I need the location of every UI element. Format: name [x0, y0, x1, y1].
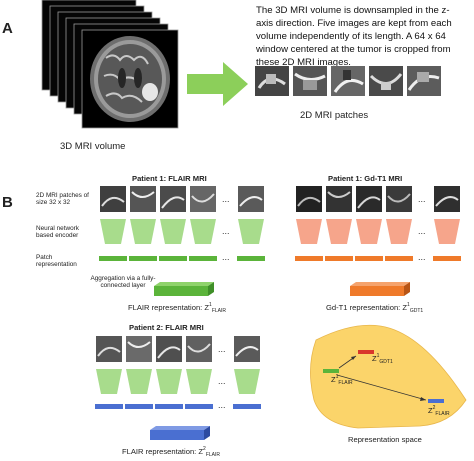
- mri-volume-stack: [41, 0, 179, 129]
- aggregation-label: Aggregation via a fully-connected layer: [90, 275, 156, 290]
- p2-flair-aggregate-block: [150, 426, 210, 440]
- p1-gdt1-aggregate-block: [350, 282, 410, 296]
- space-label-z1-flair: Z1FLAIR: [331, 374, 353, 386]
- p2-flair-ellipsis-encoders: ...: [218, 376, 226, 386]
- p2-flair-encoders: [96, 369, 260, 394]
- space-label-z1-gdt1: Z1GDT1: [372, 353, 393, 365]
- p1-flair-ellipsis-patches: ...: [222, 194, 230, 204]
- row-label-encoder: Neural network based encoder: [36, 225, 79, 240]
- p1-gdt1-ellipsis-encoders: ...: [418, 226, 426, 236]
- p1-gdt1-ellipsis-patches: ...: [418, 194, 426, 204]
- p1-flair-aggregate-block: [154, 282, 214, 296]
- p1-flair-patches: [100, 186, 264, 212]
- p1-flair-ellipsis-encoders: ...: [222, 226, 230, 236]
- p1-gdt1-ellipsis-reps: ...: [418, 252, 426, 262]
- p2-flair-patch-reps: [95, 404, 261, 409]
- p2-flair-patches: [96, 336, 260, 362]
- description-text: The 3D MRI volume is downsampled in the …: [256, 5, 452, 68]
- row-label-patches: 2D MRI patches of size 32 x 32: [36, 192, 89, 207]
- patient1-gdt1-title: Patient 1: Gd-T1 MRI: [328, 174, 403, 183]
- p1-gdt1-patches: [296, 186, 460, 212]
- space-label-z2-flair: Z2FLAIR: [428, 405, 450, 417]
- panel-a-letter: A: [2, 20, 13, 37]
- slice-front: [81, 29, 179, 129]
- representation-space: [310, 324, 467, 429]
- patient2-flair-title: Patient 2: FLAIR MRI: [129, 323, 204, 332]
- p2-flair-ellipsis-patches: ...: [218, 344, 226, 354]
- p2-flair-rep-label: FLAIR representation: Z2FLAIR: [122, 446, 220, 458]
- p2-flair-ellipsis-reps: ...: [218, 400, 226, 410]
- p1-flair-encoders: [100, 219, 264, 244]
- p1-flair-patch-reps: [99, 256, 265, 261]
- patient1-flair-title: Patient 1: FLAIR MRI: [132, 174, 207, 183]
- row-label-patch-rep: Patch representation: [36, 254, 77, 269]
- p1-flair-rep-label: FLAIR representation: Z1FLAIR: [128, 302, 226, 314]
- volume-label: 3D MRI volume: [60, 141, 126, 152]
- panel-b-letter: B: [2, 194, 13, 211]
- p1-gdt1-patch-reps: [295, 256, 461, 261]
- p1-flair-ellipsis-reps: ...: [222, 252, 230, 262]
- p1-gdt1-encoders: [296, 219, 460, 244]
- p1-gdt1-rep-label: Gd-T1 representation: Z1GDT1: [326, 302, 424, 314]
- patches-a: [255, 66, 441, 96]
- representation-space-label: Representation space: [348, 435, 422, 444]
- patches-label: 2D MRI patches: [300, 110, 369, 121]
- big-arrow: [187, 62, 248, 106]
